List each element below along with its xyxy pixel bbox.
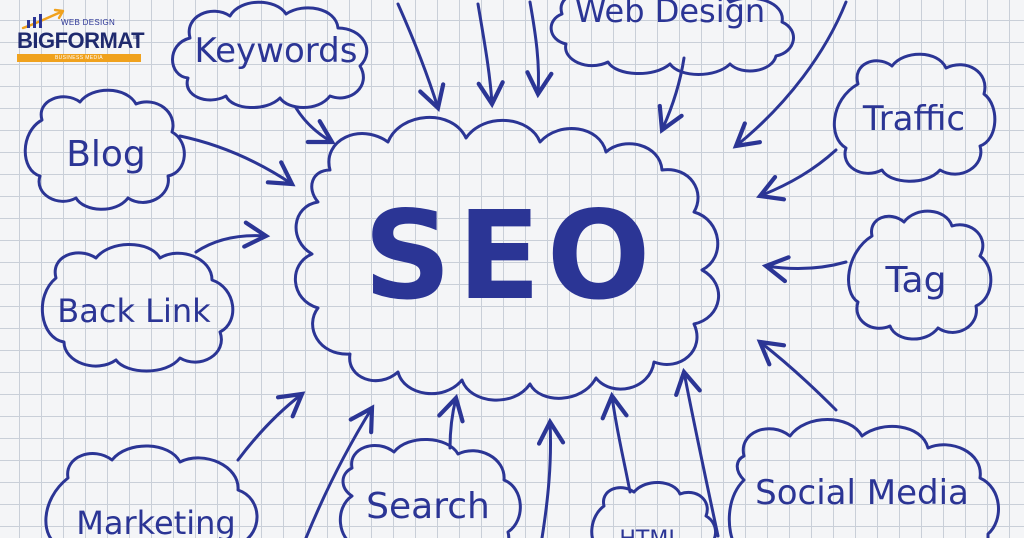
arrow-keywords-down: [294, 106, 336, 145]
logo-top-line: WEB DESIGN: [61, 18, 116, 27]
cloud-tag: [847, 209, 993, 341]
arrow-bottom-left: [304, 404, 375, 538]
node-traffic: Traffic: [862, 99, 965, 139]
logo-bar: [17, 54, 141, 62]
cloud-social-media: [727, 418, 1000, 538]
cloud-web-design: [549, 0, 795, 76]
arrow-top-2: [476, 2, 505, 109]
cloud-keywords: [171, 0, 369, 110]
arrow-html: [600, 391, 632, 494]
arrow-traffic: [756, 148, 838, 202]
node-html: HTML: [619, 527, 681, 538]
logo-brand: BIGFORMAT: [17, 28, 145, 53]
arrow-top-3: [525, 0, 554, 99]
node-back-link: Back Link: [57, 292, 211, 330]
arrow-web-design: [657, 56, 686, 134]
node-tag: Tag: [885, 260, 947, 301]
cloud-search: [338, 438, 522, 538]
cloud-marketing: [44, 444, 259, 538]
node-search: Search: [366, 486, 490, 527]
logo-suffix: IE: [133, 34, 140, 41]
logo-tagline: BUSINESS MEDIA: [54, 55, 104, 61]
node-marketing: Marketing: [76, 504, 235, 538]
arrow-back-link: [194, 220, 271, 254]
arrow-top-right: [732, 0, 848, 149]
arrow-search: [437, 393, 465, 450]
node-web-design: Web Design: [575, 0, 765, 30]
arrow-tag: [761, 255, 848, 284]
cloud-traffic: [832, 52, 997, 183]
cloud-blog: [23, 88, 186, 211]
brand-logo: WEB DESIGN BIGFORMAT IE BUSINESS MEDIA: [17, 8, 145, 66]
cloud-back-link: [40, 243, 235, 373]
arrow-bottom-right: [674, 367, 720, 538]
node-keywords: Keywords: [195, 31, 358, 71]
seo-cloud: [294, 115, 720, 402]
arrow-social-media: [756, 339, 838, 412]
arrow-top-1: [396, 2, 446, 113]
arrow-bottom-mid: [536, 417, 566, 538]
logo-arrow-icon: [21, 8, 65, 30]
node-blog: Blog: [66, 134, 146, 175]
node-social-media: Social Media: [755, 473, 969, 513]
arrow-marketing: [236, 391, 306, 462]
center-label: SEO: [364, 185, 657, 327]
arrow-blog: [178, 134, 296, 187]
